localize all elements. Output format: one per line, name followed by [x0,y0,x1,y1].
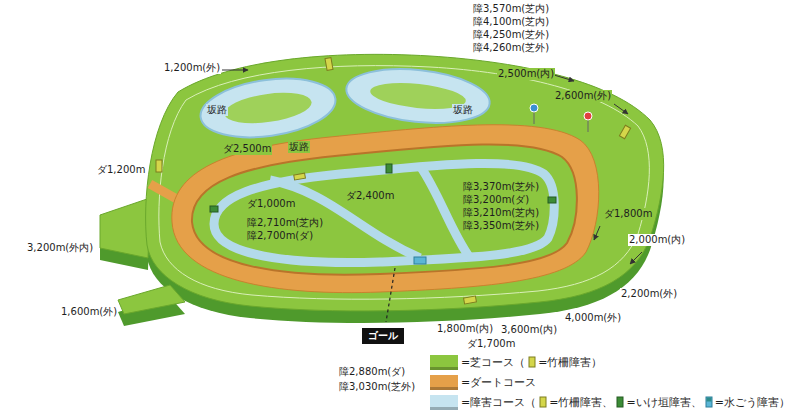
dirt-course [172,125,599,293]
distance-label: 障3,030m(芝外) [338,381,416,393]
slope-label: 坂路 [206,104,228,116]
distance-label: 1,800m(内) [436,323,494,335]
hedge-hurdle [548,197,556,203]
distance-label: 障4,250m(芝外) [472,29,550,41]
distance-label: ダ1,800m [603,208,653,220]
water-hurdle [414,257,426,264]
distance-label: 障2,880m(ダ) [338,366,406,378]
distance-label: ダ1,000m [246,198,296,210]
legend-text: =竹柵障害、 [549,395,613,410]
hedge-hurdle [210,206,218,212]
distance-label: 4,000m(外) [564,312,622,324]
legend-text: =いけ垣障害、 [626,395,701,410]
hedge-hurdle [386,164,392,173]
steeplechase-loop [214,163,554,262]
distance-label: 障3,200m(ダ) [462,194,530,206]
distance-label: 障4,260m(芝外) [472,42,550,54]
legend-text: =障害コース（ [461,395,536,410]
hurdles [156,58,631,304]
distance-label: 障3,350m(芝外) [462,220,540,232]
goal-text: ゴール [368,330,398,342]
legend-swatch [430,355,458,370]
legend-swatch [430,395,458,410]
distance-label: 3,200m(外内) [26,242,94,254]
distance-label: 障3,210m(芝内) [462,207,540,219]
legend-entry: =芝コース（ [430,355,525,370]
legend-text: =ダートコース [461,375,536,390]
legend-entry: =障害コース（ [430,395,536,410]
marker-disc [584,112,592,120]
bamboo-hurdle [619,125,630,138]
distance-label: 2,600m(外) [554,90,612,102]
distance-label: ダ1,700m [466,338,516,350]
legend-entry: =いけ垣障害、 [615,395,701,410]
bamboo-hurdle [325,58,333,71]
distance-label: 障3,570m(芝内) [472,3,550,15]
start-arrow [222,70,248,71]
distance-label: 障4,100m(芝内) [472,16,550,28]
start-arrow [554,75,574,81]
start-arrow [630,252,642,264]
hedge-icon [615,396,625,408]
slope-label: 坂路 [288,141,310,153]
slope-infield [222,88,313,128]
legend-entry: =ダートコース [430,375,536,390]
legend-text: =竹柵障害） [538,355,602,370]
water-icon [704,396,714,408]
distance-label: 障2,700m(ダ) [246,230,314,242]
slope-lobe [344,63,493,130]
bamboo-icon [538,396,548,408]
turf-oval [146,54,664,311]
distance-label: 2,200m(外) [620,288,678,300]
legend-entry: =竹柵障害） [527,355,602,370]
start-arrow [594,226,600,240]
legend-row: =芝コース（ =竹柵障害） [430,352,790,372]
distance-label: ダ2,500m [222,143,272,155]
slope-lobe [197,71,339,145]
legend-text: =芝コース（ [461,355,525,370]
start-arrow [614,104,628,114]
marker-pole [588,120,589,132]
legend-row: =障害コース（ =竹柵障害、 =いけ垣障害、 =水ごう障害） [430,392,790,412]
distance-label: 障2,710m(芝内) [246,217,324,229]
hedge-icon-body [617,397,623,407]
goal-box: ゴール [362,328,404,344]
distance-label: 2,500m(内) [497,68,555,80]
water-icon-top [706,398,711,402]
course-markers [530,104,592,132]
legend-entry: =竹柵障害、 [538,395,613,410]
bamboo-hurdle [294,173,306,180]
distance-label: 障3,370m(芝外) [462,181,540,193]
turf-chute [100,198,150,258]
water-icon-body [706,397,712,407]
turf-course [100,54,664,314]
legend-row: =ダートコース [430,372,790,392]
distance-label: 3,600m(内) [500,324,558,336]
legend-entry: =水ごう障害） [704,395,790,410]
distance-label: 1,200m(外) [163,62,221,74]
marker-pole [534,112,535,124]
distance-label: ダ1,200m [96,164,146,176]
turf-rail [159,66,650,300]
distance-label: ダ2,400m [345,190,395,202]
infield [192,145,577,275]
bamboo-hurdle [464,296,477,304]
start-arrows [222,70,642,264]
slope-label: 坂路 [452,104,474,116]
legend-text: =水ごう障害） [715,395,790,410]
distance-label: 2,000m(内) [628,234,686,246]
legend-swatch [430,375,458,390]
bamboo-hurdle [156,160,162,172]
steeplechase-course [214,163,554,262]
bamboo-icon-body [529,357,535,367]
bamboo-icon [527,356,537,368]
goal-line [386,268,395,322]
turf-chute [118,285,185,314]
distance-label: 1,600m(外) [60,306,118,318]
legend: =芝コース（=竹柵障害）=ダートコース=障害コース（=竹柵障害、=いけ垣障害、=… [430,352,790,412]
marker-disc [530,104,538,112]
bamboo-icon-body [540,397,546,407]
